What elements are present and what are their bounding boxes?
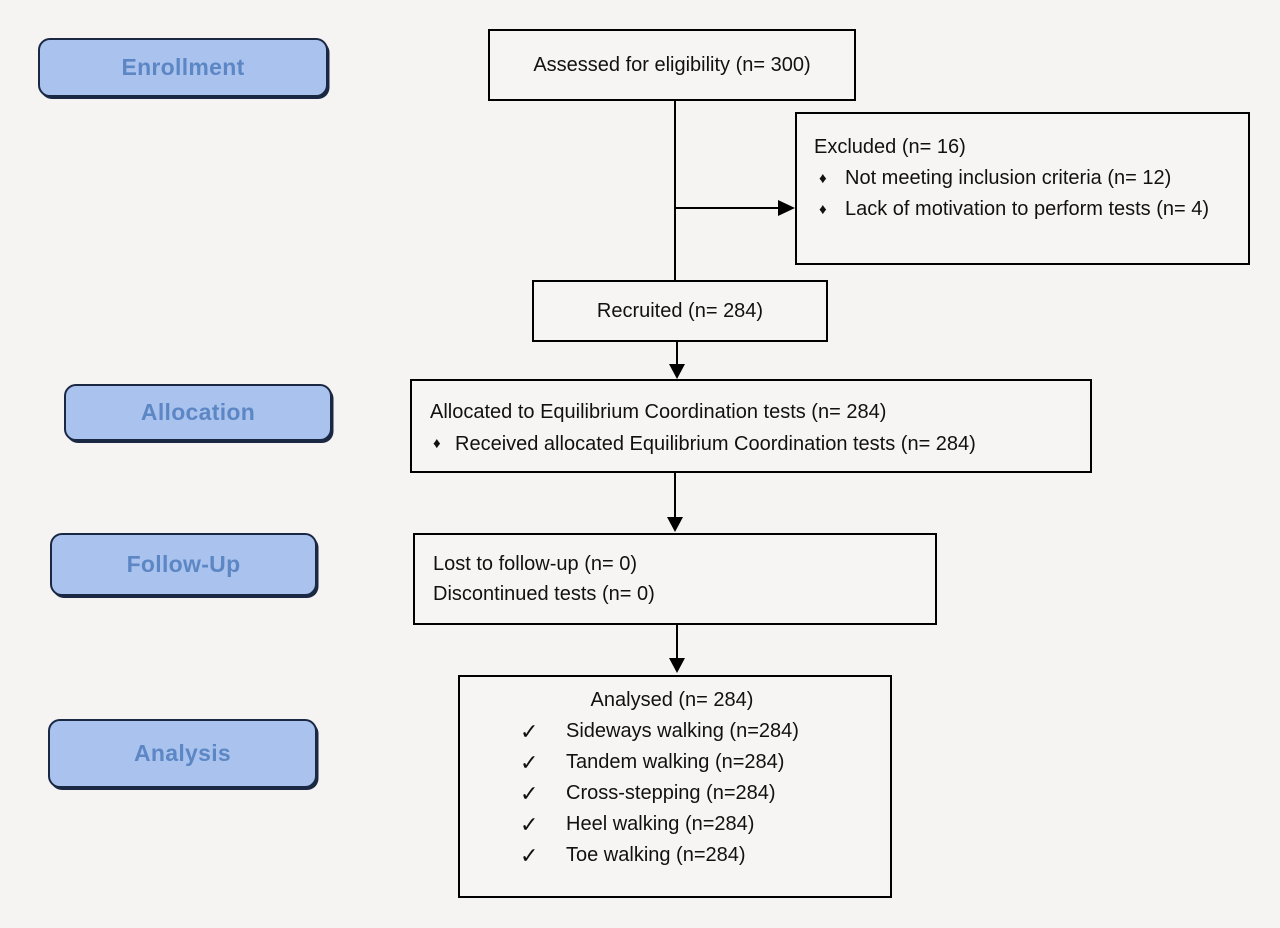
box-analysed: Analysed (n= 284) ✓ Sideways walking (n=… xyxy=(458,675,892,898)
diamond-bullet-icon: ♦ xyxy=(819,170,827,187)
analysed-item: ✓ Tandem walking (n=284) xyxy=(460,747,884,778)
analysed-item-text: Tandem walking (n=284) xyxy=(566,751,785,773)
analysed-item: ✓ Cross-stepping (n=284) xyxy=(460,778,884,809)
arrowhead-analysed xyxy=(669,658,685,673)
stage-label-allocation: Allocation xyxy=(64,384,332,441)
stage-label-enrollment: Enrollment xyxy=(38,38,328,97)
check-icon: ✓ xyxy=(520,781,539,806)
arrowhead-excluded xyxy=(778,200,795,216)
excluded-title: Excluded (n= 16) xyxy=(814,136,966,158)
analysed-item-text: Sideways walking (n=284) xyxy=(566,720,799,742)
excluded-item: ♦ Lack of motivation to perform tests (n… xyxy=(814,194,1234,225)
allocated-title: Allocated to Equilibrium Coordination te… xyxy=(430,401,887,423)
excluded-item: ♦ Not meeting inclusion criteria (n= 12) xyxy=(814,163,1234,194)
check-icon: ✓ xyxy=(520,843,539,868)
stage-label-enrollment-text: Enrollment xyxy=(121,54,245,80)
box-excluded: Excluded (n= 16) ♦ Not meeting inclusion… xyxy=(795,112,1250,265)
followup-line: Discontinued tests (n= 0) xyxy=(433,583,655,605)
stage-label-followup-text: Follow-Up xyxy=(126,551,241,577)
check-icon: ✓ xyxy=(520,719,539,744)
analysed-title: Analysed (n= 284) xyxy=(590,689,754,711)
box-assessed-for-eligibility: Assessed for eligibility (n= 300) xyxy=(488,29,856,101)
diamond-bullet-icon: ♦ xyxy=(819,201,827,218)
followup-line: Lost to follow-up (n= 0) xyxy=(433,553,637,575)
allocated-item: ♦ Received allocated Equilibrium Coordin… xyxy=(430,428,1080,460)
stage-label-analysis: Analysis xyxy=(48,719,317,788)
analysed-item-text: Toe walking (n=284) xyxy=(566,844,746,866)
diamond-bullet-icon: ♦ xyxy=(433,435,441,452)
excluded-item-text: Not meeting inclusion criteria (n= 12) xyxy=(845,167,1172,189)
analysed-item: ✓ Heel walking (n=284) xyxy=(460,809,884,840)
check-icon: ✓ xyxy=(520,750,539,775)
analysed-item: ✓ Sideways walking (n=284) xyxy=(460,716,884,747)
allocated-item-text: Received allocated Equilibrium Coordinat… xyxy=(455,433,976,455)
arrowhead-followup xyxy=(667,517,683,532)
analysed-item: ✓ Toe walking (n=284) xyxy=(460,840,884,871)
box-allocated: Allocated to Equilibrium Coordination te… xyxy=(410,379,1092,473)
analysed-item-text: Heel walking (n=284) xyxy=(566,813,755,835)
check-icon: ✓ xyxy=(520,812,539,837)
assessed-text: Assessed for eligibility (n= 300) xyxy=(533,54,811,76)
stage-label-analysis-text: Analysis xyxy=(133,740,231,766)
excluded-item-text: Lack of motivation to perform tests (n= … xyxy=(845,198,1210,220)
arrowhead-allocated xyxy=(669,364,685,379)
recruited-text: Recruited (n= 284) xyxy=(596,300,764,322)
stage-label-allocation-text: Allocation xyxy=(140,399,256,425)
box-follow-up: Lost to follow-up (n= 0) Discontinued te… xyxy=(413,533,937,625)
analysed-item-text: Cross-stepping (n=284) xyxy=(566,782,776,804)
stage-label-followup: Follow-Up xyxy=(50,533,317,596)
box-recruited: Recruited (n= 284) xyxy=(532,280,828,342)
